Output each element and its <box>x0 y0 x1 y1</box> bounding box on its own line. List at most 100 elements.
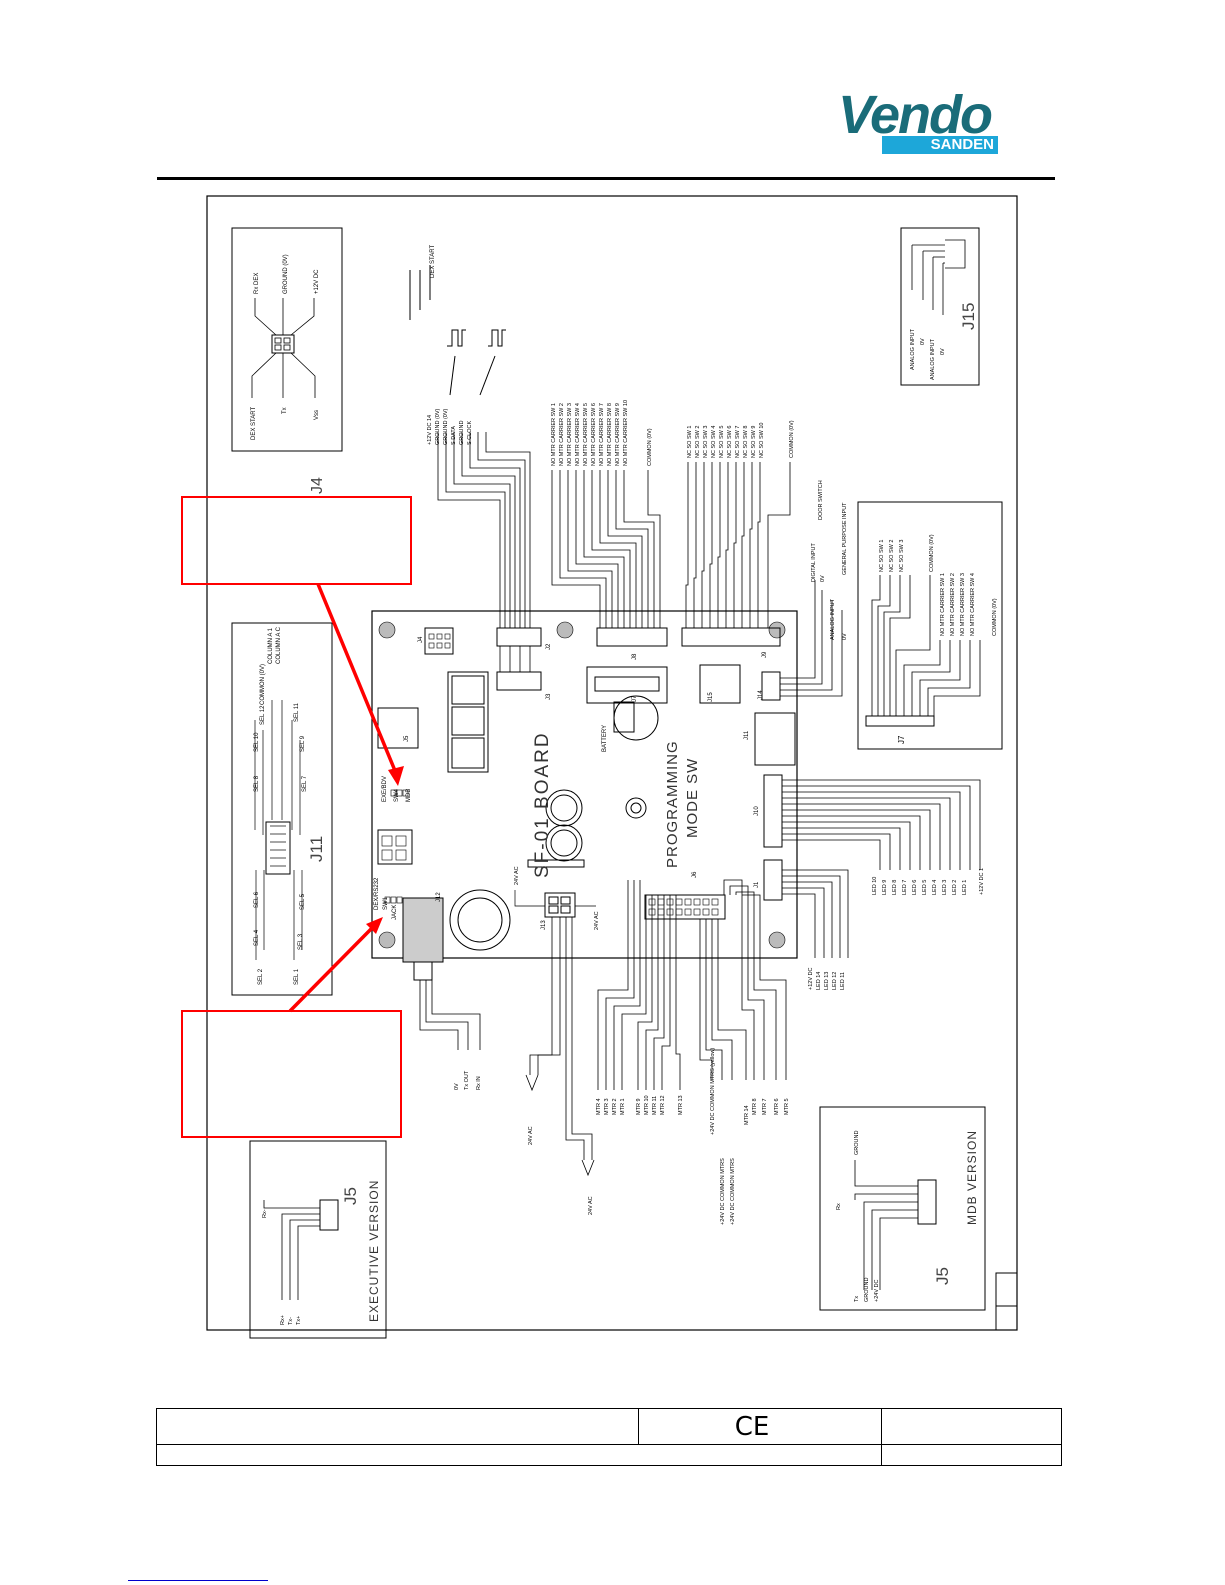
j7-title: J7 <box>897 735 906 744</box>
j11-label: COLUMN A C <box>276 626 282 664</box>
j14-label: DIGITAL INPUT <box>811 543 817 582</box>
annotation-box-top <box>181 496 412 585</box>
j8-label: NO MTR CARRIER SW 8 <box>607 403 613 466</box>
vendo-logo: Vendo SANDEN <box>838 85 998 156</box>
j6-label: MTR 11 <box>652 1096 658 1115</box>
j8-label: NO MTR CARRIER SW 10 <box>623 400 629 466</box>
annotation-callouts <box>181 496 412 1138</box>
j5-exec-title: EXECUTIVE VERSION <box>367 1180 381 1322</box>
j1-label: LED 11 <box>840 972 846 990</box>
j6-label: MTR 9 <box>636 1099 642 1116</box>
board-jack-label: JACK <box>392 905 398 920</box>
j11-label: SEL 12 <box>260 705 266 725</box>
board-j2-label: J2 <box>546 643 552 650</box>
j14-label: GENERAL PURPOSE INPUT <box>842 502 848 575</box>
j11-title: J11 <box>307 836 326 862</box>
j12-label: 0V <box>454 1083 460 1090</box>
j5-mdb-panel: GROUND Rx Tx GROUND +24V DC J5 MDB VERSI… <box>819 1106 986 1311</box>
j9-label: NC SO SW 8 <box>743 426 749 458</box>
ac-label: 24V AC <box>588 1196 594 1215</box>
j11-label: SEL 1 <box>294 968 300 985</box>
j6-label: MTR 12 <box>660 1095 666 1115</box>
board-j3-label: J3 <box>546 693 552 700</box>
bottom-link-underline[interactable] <box>128 1580 268 1581</box>
j9-label: NC SO SW 1 <box>687 426 693 458</box>
frame-corner-box <box>995 1272 1018 1331</box>
board-exe-bdv-label: EXE/BDV <box>382 776 388 802</box>
j5-mdb-title: MDB VERSION <box>965 1130 979 1225</box>
board-j1-label: J1 <box>754 881 760 888</box>
j8-label: NO MTR CARRIER SW 3 <box>567 403 573 466</box>
j6-label: MTR 14 <box>744 1105 750 1125</box>
j14-label: DOOR SWITCH <box>818 480 824 520</box>
j4-label: Tx <box>282 407 288 414</box>
j7-label: NO MTR CARRIER SW 3 <box>960 573 966 636</box>
footer-divider <box>881 1409 882 1444</box>
annotation-box-bottom <box>181 1010 402 1138</box>
pulse-symbols <box>447 329 506 396</box>
board-j9-label: J9 <box>762 651 768 658</box>
j4-label: DEX START <box>251 407 257 440</box>
board-sw1-label: SW1 <box>383 896 389 910</box>
footer-title-block: CE <box>156 1408 1062 1466</box>
j8-label: COMMON (0V) <box>647 428 653 466</box>
board-j5-label: J5 <box>404 735 410 742</box>
j9-label: NC SO SW 10 <box>759 423 765 458</box>
board-j8-label: J8 <box>632 653 638 660</box>
j11-label: SEL 3 <box>298 933 304 950</box>
j11-label: COMMON (0V) <box>260 664 266 705</box>
j9-label: NC SO SW 9 <box>751 426 757 458</box>
j1-label: LED 14 <box>816 972 822 990</box>
j9-label: NC SO SW 6 <box>727 426 733 458</box>
j4-label: GROUND (0V) <box>283 254 289 294</box>
j9-label: NC SO SW 4 <box>711 426 717 458</box>
j11-label: SEL 4 <box>254 929 260 946</box>
board-j10-label: J10 <box>754 806 760 816</box>
j1-label: LED 13 <box>824 972 830 990</box>
j5-mdb-label: GROUND <box>864 1278 870 1302</box>
j6-label: MTR 5 <box>784 1099 790 1116</box>
j8-label: NO MTR CARRIER SW 7 <box>599 403 605 466</box>
j6-label: MTR 4 <box>596 1099 602 1116</box>
j11-label: SEL 2 <box>258 968 264 985</box>
board-j13-label: J13 <box>541 920 547 930</box>
wire-bundles <box>419 432 981 1177</box>
j8-label: NO MTR CARRIER SW 6 <box>591 403 597 466</box>
board-24vac-label: 24V AC <box>594 911 600 930</box>
j6-label: MTR 10 <box>644 1095 650 1115</box>
j9-label: NC SO SW 7 <box>735 426 741 458</box>
board-mdb-label: MDB <box>406 789 412 802</box>
annotation-arrow-bottom <box>288 922 378 1013</box>
j15-label: ANALOG INPUT <box>910 328 916 370</box>
board-24vac-label: 24V AC <box>514 866 520 885</box>
j5-exec-label: Tx- <box>288 1317 294 1325</box>
j1-label: LED 12 <box>832 972 838 990</box>
j10-label: LED 4 <box>932 880 938 895</box>
j12-label: Tx OUT <box>464 1070 470 1090</box>
ce-mark-icon: CE <box>734 1412 770 1442</box>
j10-label: LED 2 <box>952 880 958 895</box>
board-programming: PROGRAMMING <box>664 740 681 868</box>
j10-label: LED 8 <box>892 880 898 895</box>
j11-panel: COLUMN A 1 COLUMN A C COMMON (0V) SEL 12… <box>231 622 333 996</box>
j2-label: +12V DC 14 <box>427 415 433 445</box>
header-rule <box>157 177 1055 180</box>
j8-label: NO MTR CARRIER SW 4 <box>575 403 581 466</box>
j7-label: NO MTR CARRIER SW 2 <box>950 573 956 636</box>
j8-label: NO MTR CARRIER SW 5 <box>583 403 589 466</box>
j7-label: NC SO SW 2 <box>889 540 895 572</box>
sf01-board: J4 J2 J3 J8 J9 J7 J15 J14 J11 J10 J <box>371 610 798 981</box>
j8-label: NO MTR CARRIER SW 2 <box>559 403 565 466</box>
j7-label: NC SO SW 1 <box>879 540 885 572</box>
board-j4-label: J4 <box>418 636 424 643</box>
ac-label: 24V AC <box>528 1126 534 1145</box>
j5-exec-label: Tx+ <box>296 1316 302 1325</box>
board-j12-label: J12 <box>436 892 442 902</box>
board-j15-label: J15 <box>708 692 714 702</box>
j4-label: Rx DEX <box>254 273 260 294</box>
board-j14-label: J14 <box>758 690 764 700</box>
footer-divider <box>881 1444 882 1466</box>
j15-label: 0V <box>920 338 926 345</box>
j12-label: Rx IN <box>476 1076 482 1090</box>
